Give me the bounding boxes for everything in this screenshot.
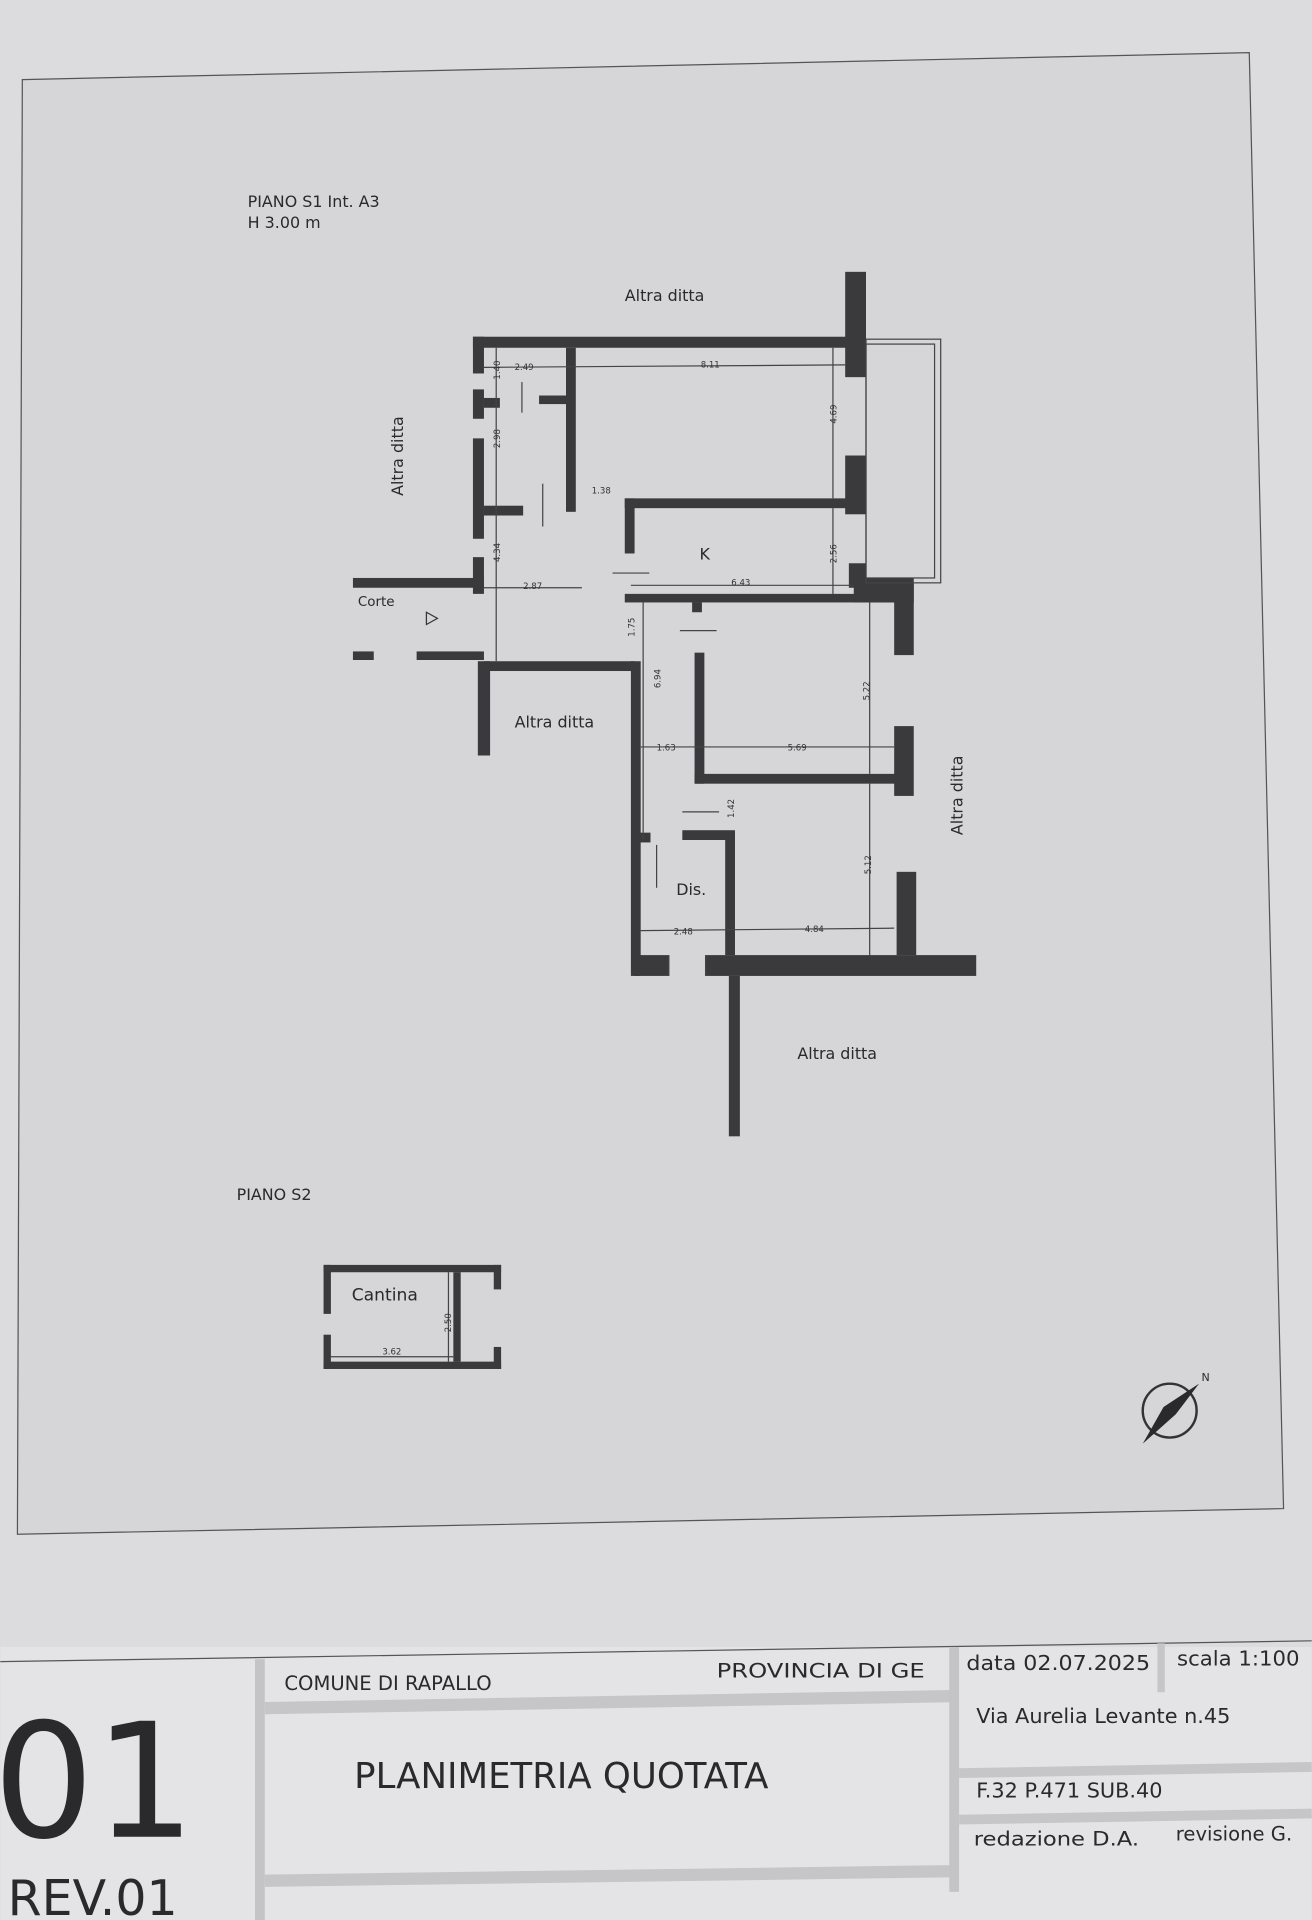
cadastral-ref: F.32 P.471 SUB.40 xyxy=(976,1779,1162,1803)
cantina-plan: Cantina 2.50 3.62 xyxy=(323,1264,502,1369)
svg-text:2.50: 2.50 xyxy=(444,1313,454,1332)
revisione: revisione G. xyxy=(1176,1822,1292,1845)
svg-text:Cantina: Cantina xyxy=(352,1285,418,1305)
dimensions-s1: 2.49 8.11 1.40 2.98 4.69 1.38 4.34 2.87 … xyxy=(493,360,874,937)
title-block: 01 REV.01 COMUNE DI RAPALLO PROVINCIA DI… xyxy=(0,1640,1312,1920)
entrance-arrow-icon xyxy=(425,611,439,626)
svg-text:4.69: 4.69 xyxy=(830,405,840,424)
svg-text:1.38: 1.38 xyxy=(592,486,611,496)
sheet-number: 01 xyxy=(0,1689,195,1875)
svg-text:1.40: 1.40 xyxy=(493,361,503,380)
redazione: redazione D.A. xyxy=(974,1827,1139,1850)
provincia: PROVINCIA DI GE xyxy=(717,1660,925,1683)
svg-text:1.42: 1.42 xyxy=(727,799,737,818)
svg-text:4.34: 4.34 xyxy=(493,543,503,562)
svg-text:K: K xyxy=(699,545,710,564)
drawing-frame xyxy=(16,52,1285,1535)
svg-text:N: N xyxy=(1202,1371,1210,1384)
drawing-title: PLANIMETRIA QUOTATA xyxy=(354,1756,768,1797)
svg-text:4.84: 4.84 xyxy=(805,925,824,935)
svg-text:5.12: 5.12 xyxy=(864,855,874,874)
revision-label: REV.01 xyxy=(8,1870,178,1920)
svg-text:2.48: 2.48 xyxy=(674,927,693,937)
svg-text:Dis.: Dis. xyxy=(676,880,706,899)
room-labels: Altra ditta Altra ditta Altra ditta Altr… xyxy=(358,286,967,1063)
address: Via Aurelia Levante n.45 xyxy=(976,1704,1230,1728)
svg-text:3.62: 3.62 xyxy=(382,1347,401,1357)
svg-text:5.69: 5.69 xyxy=(788,744,807,754)
svg-text:Altra ditta: Altra ditta xyxy=(797,1044,877,1063)
thin-lines xyxy=(483,338,942,976)
svg-text:5.22: 5.22 xyxy=(863,681,873,700)
svg-text:2.56: 2.56 xyxy=(830,544,840,563)
north-arrow-icon: N xyxy=(1141,1371,1210,1444)
scale: scala 1:100 xyxy=(1177,1646,1299,1670)
svg-text:Altra ditta: Altra ditta xyxy=(388,416,407,496)
svg-text:2.49: 2.49 xyxy=(515,363,534,373)
walls-s1 xyxy=(352,271,977,1137)
svg-text:2.98: 2.98 xyxy=(493,429,503,448)
svg-text:Corte: Corte xyxy=(358,595,395,610)
floor-s1-label: PIANO S1 Int. A3 xyxy=(248,192,380,211)
svg-text:Altra ditta: Altra ditta xyxy=(625,286,705,305)
svg-text:1.75: 1.75 xyxy=(628,618,638,637)
floor-s2-label: PIANO S2 xyxy=(237,1185,312,1204)
svg-text:6.43: 6.43 xyxy=(731,578,750,588)
comune: COMUNE DI RAPALLO xyxy=(284,1672,491,1695)
svg-text:Altra ditta: Altra ditta xyxy=(948,755,967,835)
date: data 02.07.2025 xyxy=(966,1651,1150,1675)
svg-text:8.11: 8.11 xyxy=(701,360,720,370)
svg-text:6.94: 6.94 xyxy=(653,669,663,688)
svg-text:Altra ditta: Altra ditta xyxy=(515,712,595,731)
svg-text:2.87: 2.87 xyxy=(523,582,542,592)
height-label: H 3.00 m xyxy=(248,213,321,232)
svg-text:1.63: 1.63 xyxy=(657,744,676,754)
